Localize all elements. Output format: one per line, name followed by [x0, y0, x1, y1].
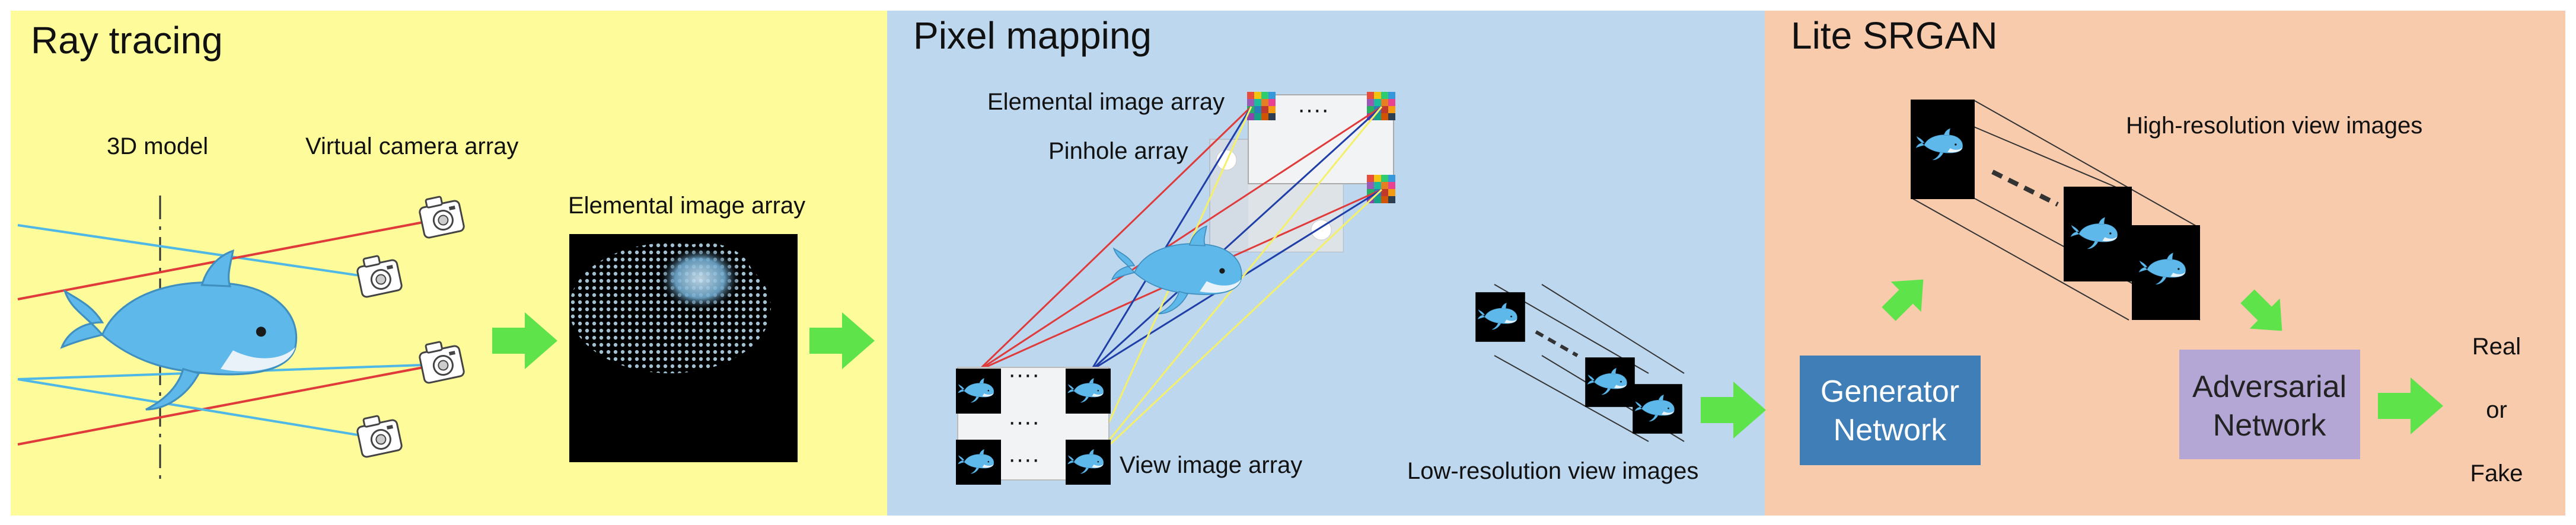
view-dots-3: ····	[1008, 446, 1040, 472]
adversarial-line1: Adversarial	[2192, 370, 2347, 404]
pinhole-label: Pinhole array	[1048, 138, 1188, 164]
elemental-image-highlight	[658, 246, 741, 311]
high-res-stack	[1911, 100, 2201, 321]
ray-blue-3	[17, 378, 380, 440]
low-res-stack	[1475, 284, 1685, 442]
view-dots-1: ····	[1008, 361, 1040, 388]
ray-red-2	[17, 363, 439, 446]
eia-label-pixel: Elemental image array	[987, 89, 1225, 115]
view-image-label: View image array	[1120, 452, 1302, 478]
generator-line2: Network	[1834, 413, 1947, 447]
view-image-array: ···· ···· ····	[956, 361, 1111, 485]
pixel-mapping-title: Pixel mapping	[913, 14, 1152, 57]
ray-tracing-title: Ray tracing	[31, 19, 223, 62]
output-real: Real	[2472, 334, 2521, 360]
output-fake: Fake	[2470, 460, 2523, 486]
camera-array-label: Virtual camera array	[305, 133, 518, 159]
model-label: 3D model	[107, 133, 208, 159]
generator-line1: Generator	[1821, 374, 1959, 409]
low-res-label: Low-resolution view images	[1407, 458, 1698, 484]
output-or: or	[2486, 397, 2507, 423]
eia-dots: ····	[1297, 97, 1329, 123]
generator-network-box	[1800, 356, 1981, 465]
eia-plate: ····	[1247, 92, 1395, 203]
adversarial-line2: Network	[2213, 408, 2327, 443]
ray-blue-1	[17, 224, 380, 280]
srgan-title: Lite SRGAN	[1791, 14, 1998, 57]
view-dots-2: ····	[1008, 409, 1040, 435]
eia-label-ray: Elemental image array	[568, 193, 805, 219]
high-res-label: High-resolution view images	[2126, 113, 2422, 139]
adversarial-network-box	[2179, 350, 2360, 459]
